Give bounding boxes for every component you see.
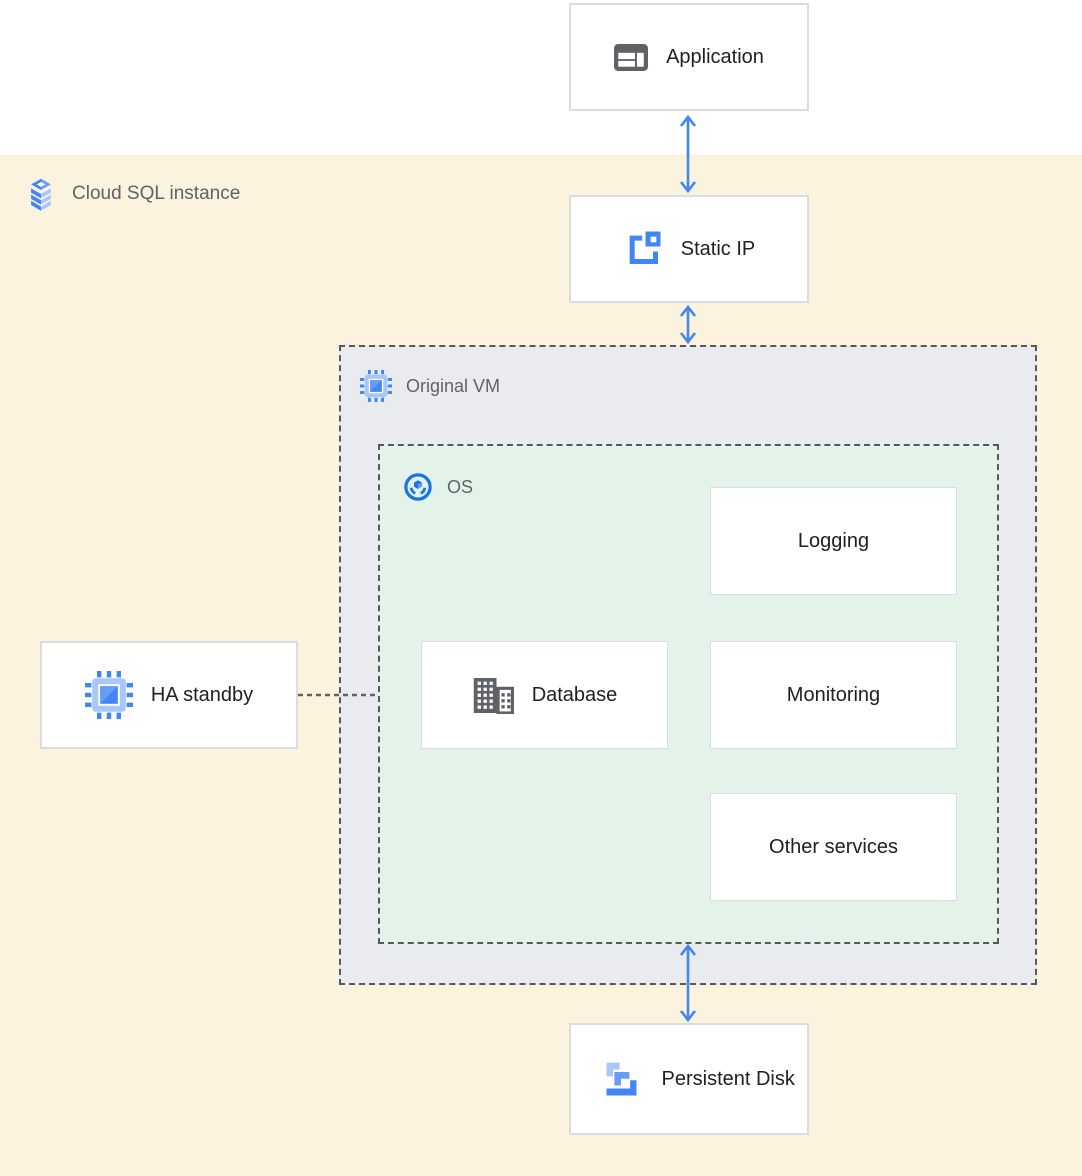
- persistent-disk-label: Persistent Disk: [661, 1067, 795, 1090]
- application-label: Application: [666, 45, 764, 68]
- database-label: Database: [531, 683, 618, 706]
- database-icon: [472, 677, 514, 714]
- logging-label: Logging: [797, 529, 870, 552]
- original-vm-label: Original VM: [406, 375, 501, 396]
- application-node: Application: [569, 3, 809, 111]
- cloud-sql-instance-label: Cloud SQL instance: [72, 183, 241, 204]
- application-icon: [614, 43, 649, 71]
- ha-standby-node: HA standby: [40, 641, 298, 749]
- compute-engine-icon: [84, 671, 133, 719]
- compute-engine-icon: [360, 370, 392, 402]
- ha-standby-label: HA standby: [150, 683, 254, 706]
- cloud-sql-instance-label-row: Cloud SQL instance: [24, 177, 240, 211]
- persistent-disk-node: Persistent Disk: [569, 1023, 809, 1135]
- monitoring-label: Monitoring: [786, 683, 881, 706]
- database-node: Database: [421, 641, 668, 749]
- other-services-label: Other services: [769, 835, 898, 858]
- os-label-row: OS: [403, 472, 473, 502]
- static-ip-icon: [623, 229, 663, 269]
- static-ip-label: Static IP: [680, 237, 756, 260]
- monitoring-node: Monitoring: [710, 641, 957, 749]
- cloud-sql-icon: [24, 177, 58, 211]
- os-icon: [403, 472, 433, 502]
- original-vm-label-row: Original VM: [360, 370, 500, 402]
- other-services-node: Other services: [710, 793, 957, 901]
- persistent-disk-icon: [599, 1057, 644, 1102]
- os-label: OS: [447, 476, 474, 497]
- logging-node: Logging: [710, 487, 957, 595]
- static-ip-node: Static IP: [569, 195, 809, 303]
